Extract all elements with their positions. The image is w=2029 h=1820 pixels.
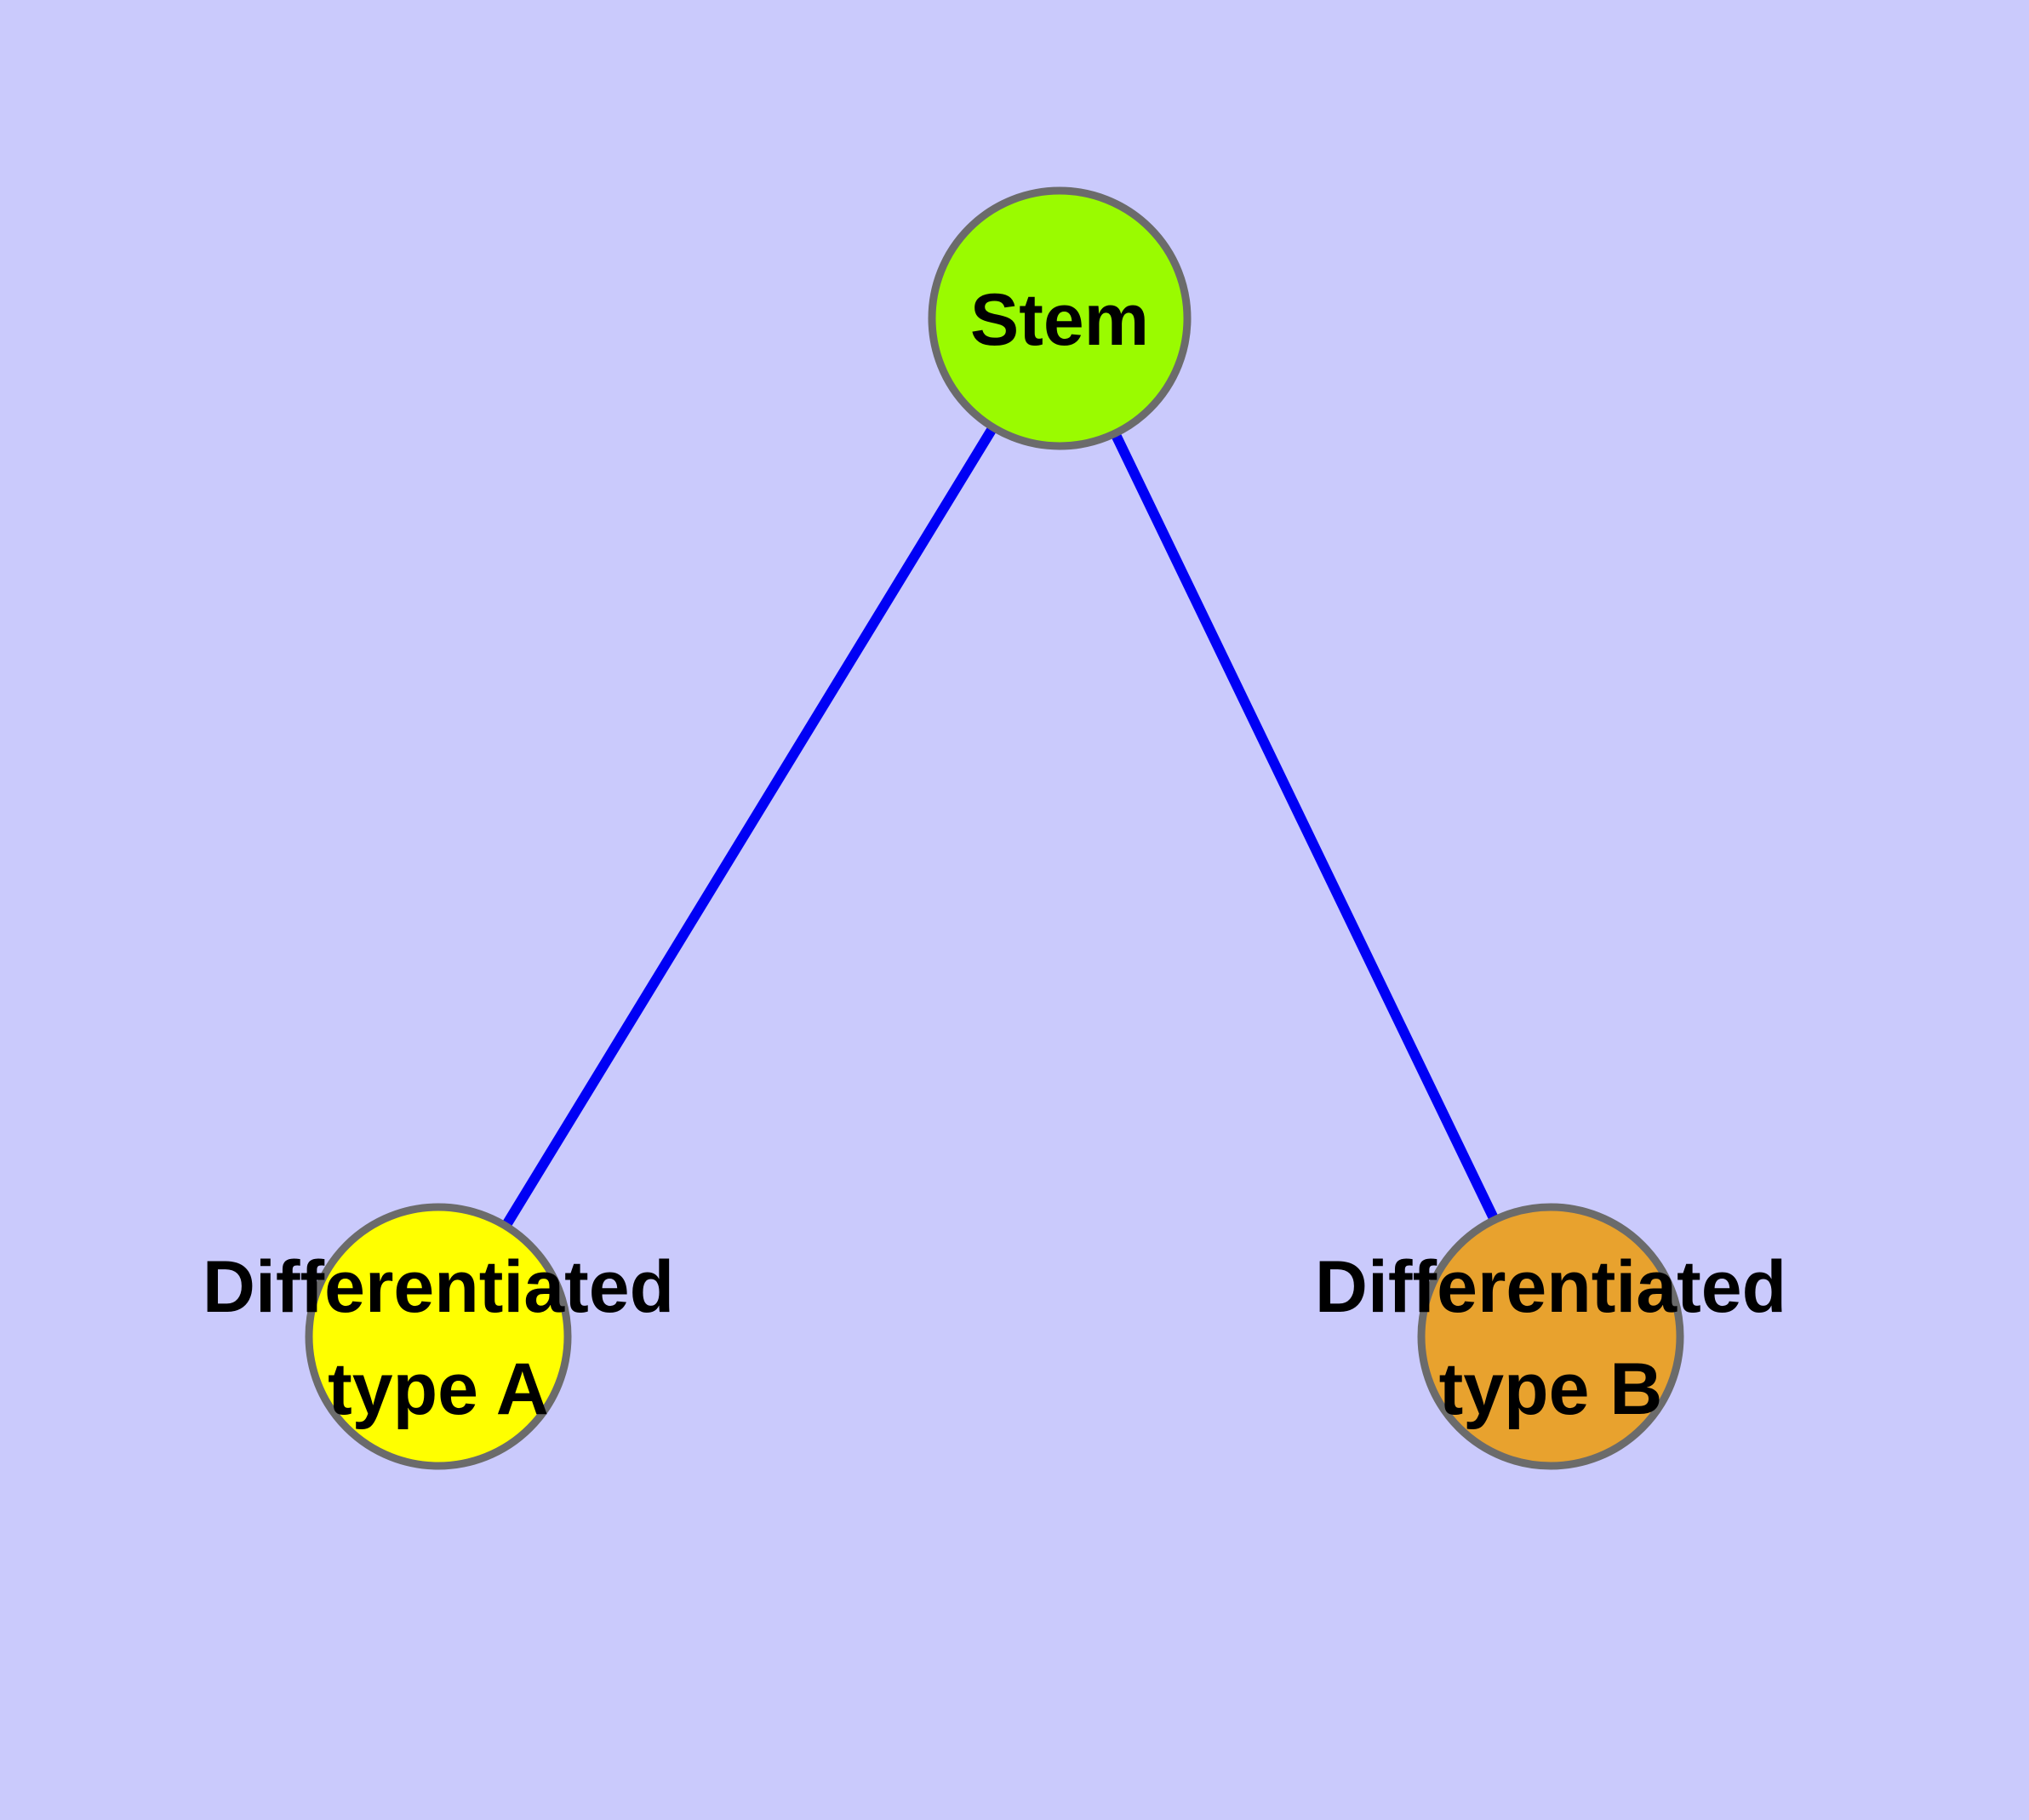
node-type-a-label-line2: type A xyxy=(328,1348,549,1430)
node-type-b-circle xyxy=(1417,1203,1684,1470)
node-type-b-label-line2: type B xyxy=(1439,1348,1663,1430)
edge-stem-to-type-a xyxy=(433,315,1065,1340)
node-stem-label: Stem xyxy=(970,279,1149,361)
edge-stem-to-type-b xyxy=(1055,316,1556,1339)
node-stem-circle xyxy=(928,186,1192,450)
node-type-a-circle xyxy=(305,1203,572,1470)
node-type-a-label-line1: Differentiated xyxy=(203,1246,674,1328)
node-type-b-label-line1: Differentiated xyxy=(1315,1246,1786,1328)
